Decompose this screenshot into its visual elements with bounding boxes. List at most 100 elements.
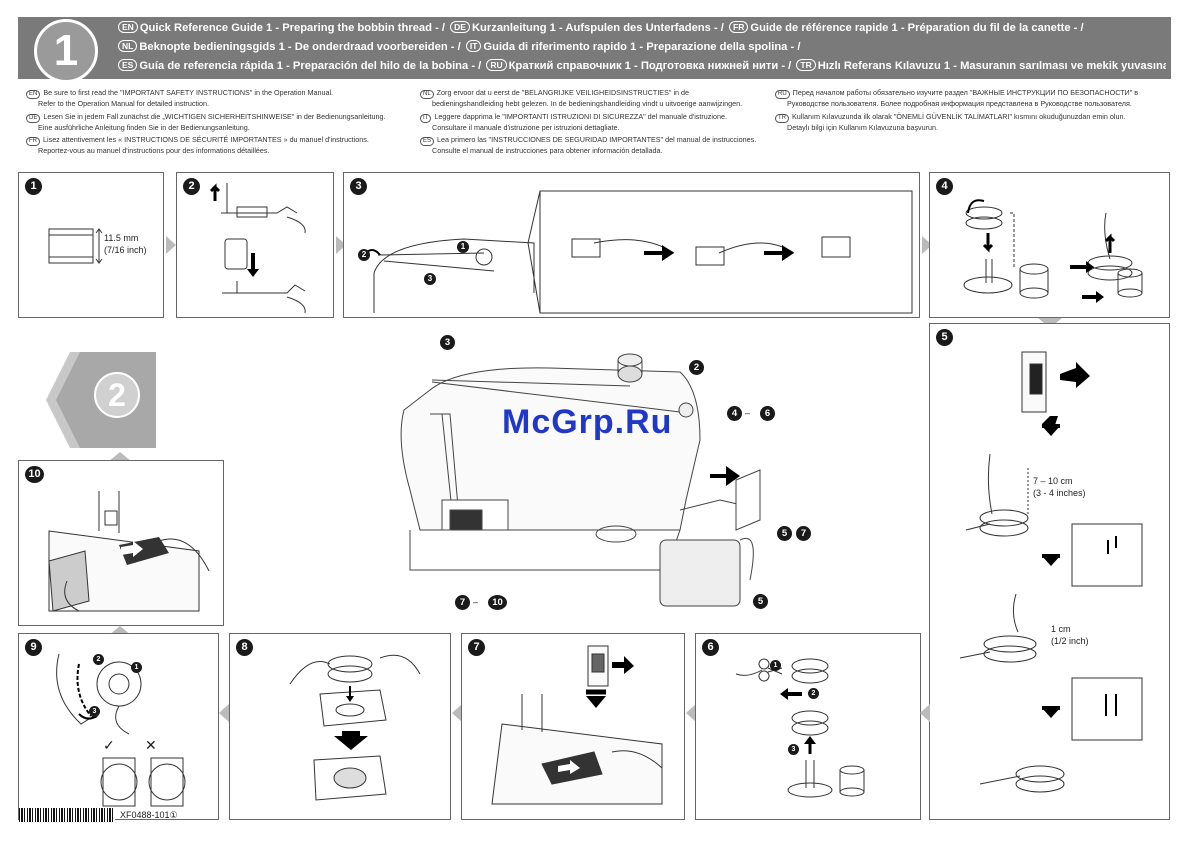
note-line: Eine ausführliche Anleitung finden Sie i… bbox=[38, 122, 250, 132]
bobbin-cover-illustration bbox=[48, 491, 210, 612]
lang-code: FR bbox=[729, 21, 749, 33]
bobbin-size-mm: 11.5 mm bbox=[104, 233, 139, 243]
sewing-machine-illustration bbox=[400, 353, 761, 607]
bobbin-winder-illustration bbox=[963, 199, 1143, 303]
lang-code: ES bbox=[118, 59, 138, 71]
lang-code: EN bbox=[26, 90, 41, 99]
callout-2: 2 bbox=[93, 654, 104, 665]
panel-step-10: 10 bbox=[18, 460, 224, 626]
callout-3: 3 bbox=[424, 273, 436, 285]
bobbin-size-inch: (7/16 inch) bbox=[104, 245, 147, 255]
flow-arrow-left-icon bbox=[452, 704, 462, 722]
flow-arrow-up-icon bbox=[108, 626, 132, 636]
flow-arrow-left-icon bbox=[219, 704, 229, 722]
machine-callout-6: 6 bbox=[760, 406, 775, 421]
title-it: Guida di riferimento rapido 1 - Preparaz… bbox=[483, 41, 801, 53]
lang-code: EN bbox=[118, 21, 138, 33]
note-line: Consultare il manuale d'istruzione per i… bbox=[432, 122, 620, 132]
flow-arrow-right-icon bbox=[166, 236, 176, 254]
callout-2: 2 bbox=[808, 688, 819, 699]
lang-code: FR bbox=[26, 137, 40, 147]
thread-guide-illustration bbox=[363, 190, 913, 314]
note-line: Detaylı bilgi için Kullanım Kılavuzuna b… bbox=[787, 122, 939, 132]
thread-length-inch: (3 - 4 inches) bbox=[1033, 488, 1086, 498]
lang-code: ES bbox=[420, 137, 435, 147]
step-number-badge: 2 bbox=[183, 178, 200, 195]
step-number-badge: 5 bbox=[936, 329, 953, 346]
step-number-badge: 10 bbox=[25, 466, 44, 483]
note-line: Lea primero las "INSTRUCCIONES DE SEGURI… bbox=[437, 135, 757, 145]
title-ru: Краткий справочник 1 - Подготовка нижней… bbox=[508, 60, 792, 72]
machine-callout-3: 3 bbox=[440, 335, 455, 350]
note-line: bedieningshandleiding hebt gelezen. In d… bbox=[432, 99, 743, 108]
watermark: McGrp.Ru bbox=[502, 403, 673, 441]
step-number-badge: 8 bbox=[236, 639, 253, 656]
section-2-badge: 2 bbox=[94, 372, 140, 418]
panel-step-7: 7 bbox=[461, 633, 685, 820]
panel-step-6: 6 1 2 3 bbox=[695, 633, 921, 820]
machine-callout-4: 4 bbox=[727, 406, 742, 421]
step-badge: 1 bbox=[34, 19, 98, 83]
step-number-badge: 4 bbox=[936, 178, 953, 195]
winding-sequence-illustration bbox=[959, 351, 1143, 793]
panel-step-9: 9 1 2 3 ✓ ✕ bbox=[18, 633, 219, 820]
title-es: Guía de referencia rápida 1 - Preparació… bbox=[139, 60, 482, 72]
title-tr: Hızlı Referans Kılavuzu 1 - Masuranın sa… bbox=[817, 60, 1166, 72]
flow-arrow-left-icon bbox=[920, 704, 930, 722]
title-banner bbox=[18, 17, 1171, 79]
lang-code: NL bbox=[420, 90, 434, 99]
bobbin-insert-illustration bbox=[289, 654, 421, 801]
callout-1: 1 bbox=[457, 241, 469, 253]
callout-3: 3 bbox=[788, 744, 799, 755]
document-code: XF0488-101① bbox=[120, 810, 178, 820]
step-number-badge: 7 bbox=[468, 639, 485, 656]
step-number-badge: 1 bbox=[25, 178, 42, 195]
lang-code: DE bbox=[450, 21, 470, 33]
step-badge-number: 1 bbox=[53, 26, 79, 75]
step-number-badge: 9 bbox=[25, 639, 42, 656]
lang-code: DE bbox=[26, 113, 41, 123]
lang-code: TR bbox=[796, 59, 816, 71]
barcode bbox=[19, 808, 115, 822]
panel-step-1: 1 11.5 mm (7/16 inch) bbox=[18, 172, 164, 318]
title-fr: Guide de référence rapide 1 - Préparatio… bbox=[750, 22, 1084, 34]
note-line: Consulte el manual de instrucciones para… bbox=[432, 146, 663, 156]
note-line: Lesen Sie in jedem Fall zunächst die „WI… bbox=[43, 111, 386, 121]
slide-cover-illustration bbox=[491, 645, 663, 805]
lang-code: IT bbox=[420, 113, 432, 123]
note-line: Lisez attentivement les « INSTRUCTIONS D… bbox=[43, 135, 369, 145]
callout-1: 1 bbox=[770, 660, 781, 671]
callout-2: 2 bbox=[358, 249, 370, 261]
lang-code: RU bbox=[486, 59, 507, 71]
machine-callout-7b: 7 bbox=[455, 595, 470, 610]
trim-length-inch: (1/2 inch) bbox=[1051, 636, 1089, 646]
note-line: Be sure to first read the "IMPORTANT SAF… bbox=[43, 88, 334, 97]
lang-code: IT bbox=[465, 40, 482, 52]
machine-callout-2: 2 bbox=[689, 360, 704, 375]
callout-3: 3 bbox=[89, 706, 100, 717]
range-dash: – bbox=[473, 597, 479, 607]
remove-bobbin-illustration bbox=[735, 658, 865, 798]
flow-arrow-right-icon bbox=[922, 236, 932, 254]
incorrect-cross-icon: ✕ bbox=[145, 737, 157, 753]
panel-step-8: 8 bbox=[229, 633, 451, 820]
step-number-badge: 3 bbox=[350, 178, 367, 195]
correct-check-icon: ✓ bbox=[103, 737, 115, 753]
note-line: Kullanım Kılavuzunda ilk olarak "ÖNEMLİ … bbox=[792, 111, 1126, 121]
panel-step-5: 5 7 – 10 cm (3 - 4 inches) 1 cm (1/ bbox=[929, 323, 1170, 820]
title-de: Kurzanleitung 1 - Aufspulen des Unterfad… bbox=[471, 22, 724, 34]
note-line: Reportez-vous au manuel d'instructions p… bbox=[38, 146, 270, 156]
